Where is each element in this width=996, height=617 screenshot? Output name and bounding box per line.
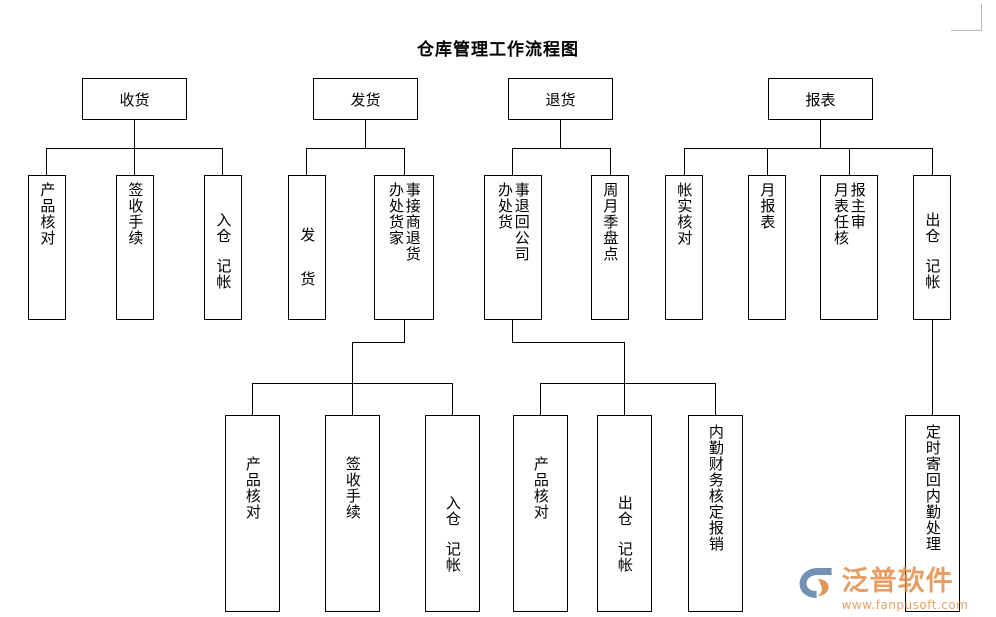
node-report-review[interactable]: 报主审 月表任核 [820,175,878,320]
connector-merchant-return-to-child-3 [452,383,453,415]
node-merchant-return-handling-col-right: 事接商退货 [403,182,422,262]
node-outbound-record-reports-label-top: 出仓 [923,211,942,244]
node-inbound-record-receiving[interactable]: 入仓 记帐 [204,175,242,320]
connector-shipping-to-child-1 [306,148,307,175]
fanpu-logo-icon [799,568,832,598]
connector-shipping-bus [306,148,405,149]
node-return-to-company-col-left: 办处货 [496,182,514,230]
node-report-review-col-right: 报主审 [848,182,867,230]
node-ship-goods[interactable]: 发 货 [288,175,326,320]
connector-return-company-to-child-2 [624,383,625,415]
connector-returns-to-child-1 [512,148,513,175]
node-sign-procedure-receiving-label: 签收手续 [126,182,145,246]
connector-returns-stem [560,120,561,148]
node-merchant-return-handling[interactable]: 事接商退货 办处货家 [374,175,434,320]
connector-reports-stem [820,120,821,148]
connector-returns-to-child-2 [610,148,611,175]
connector-shipping-stem [365,120,366,148]
node-receiving[interactable]: 收货 [82,78,187,120]
node-sign-procedure-shipping-label: 签收手续 [343,456,362,520]
node-mail-back-to-office[interactable]: 定时寄回内勤处理 [905,415,960,612]
connector-return-company-jog [512,342,625,343]
connector-returns-bus [512,148,610,149]
node-outbound-record-returns-label-top: 出仓 [615,494,634,527]
node-mail-back-to-office-label: 定时寄回内勤处理 [923,424,942,552]
node-merchant-return-handling-col-left: 办处货家 [387,182,405,246]
node-outbound-record-returns[interactable]: 出仓 记帐 [597,415,652,612]
connector-receiving-to-child-1 [46,148,47,175]
connector-return-company-stem [624,342,625,383]
page-title: 仓库管理工作流程图 [417,40,579,60]
node-outbound-record-reports-label-bottom: 记帐 [923,257,942,290]
node-product-check-returns[interactable]: 产品核对 [513,415,568,612]
connector-reports-to-child-1 [684,148,685,175]
node-ship-goods-label-bottom: 货 [298,270,317,287]
node-inbound-record-shipping-label-bottom: 记帐 [443,540,462,573]
node-monthly-report-label: 月报表 [758,182,777,230]
connector-reports-to-child-4 [932,148,933,175]
node-inventory-count[interactable]: 周月季盘点 [591,175,629,320]
node-sign-procedure-receiving[interactable]: 签收手续 [116,175,154,320]
page-corner-mark [951,4,982,31]
connector-return-company-to-child-1 [540,383,541,415]
node-reports[interactable]: 报表 [768,78,873,120]
connector-receiving-stem [134,120,135,148]
node-account-check-label: 帐实核对 [675,182,694,246]
connector-merchant-return-drop [404,320,405,342]
node-finance-reimbursement[interactable]: 内勤财务核定报销 [688,415,743,612]
node-finance-reimbursement-label: 内勤财务核定报销 [706,424,725,552]
node-ship-goods-label-top: 发 [298,226,317,243]
node-inbound-record-shipping[interactable]: 入仓 记帐 [425,415,480,612]
node-return-to-company[interactable]: 事退回公司 办处货 [484,175,542,320]
node-sign-procedure-shipping[interactable]: 签收手续 [325,415,380,612]
node-product-check-receiving-label: 产品核对 [38,182,57,246]
connector-receiving-to-child-2 [134,148,135,175]
node-inventory-count-label: 周月季盘点 [601,182,620,262]
connector-merchant-return-jog [352,342,405,343]
node-returns[interactable]: 退货 [508,78,613,120]
connector-merchant-return-to-child-1 [252,383,253,415]
node-monthly-report[interactable]: 月报表 [748,175,786,320]
node-product-check-receiving[interactable]: 产品核对 [28,175,66,320]
node-receiving-label: 收货 [119,90,150,109]
node-product-check-shipping[interactable]: 产品核对 [225,415,280,612]
connector-return-company-to-child-3 [715,383,716,415]
connector-shipping-to-child-2 [404,148,405,175]
node-account-check[interactable]: 帐实核对 [665,175,703,320]
node-shipping-label: 发货 [350,90,381,109]
connector-reports-to-child-2 [767,148,768,175]
node-return-to-company-col-right: 事退回公司 [512,182,531,262]
node-outbound-record-reports[interactable]: 出仓 记帐 [913,175,951,320]
connector-return-company-bus [540,383,715,384]
node-inbound-record-shipping-label-top: 入仓 [443,494,462,527]
node-inbound-record-receiving-label-bottom: 记帐 [214,257,233,290]
connector-reports-bus [684,148,932,149]
node-shipping[interactable]: 发货 [313,78,418,120]
node-product-check-returns-label: 产品核对 [531,456,550,520]
node-inbound-record-receiving-label-top: 入仓 [214,211,233,244]
node-returns-label: 退货 [545,90,576,109]
node-reports-label: 报表 [805,90,836,109]
connector-outbound-to-mailback [932,320,933,415]
connector-merchant-return-stem [352,342,353,383]
node-product-check-shipping-label: 产品核对 [243,456,262,520]
connector-return-company-drop [512,320,513,342]
connector-merchant-return-to-child-2 [352,383,353,415]
node-outbound-record-returns-label-bottom: 记帐 [615,540,634,573]
node-report-review-col-left: 月表任核 [832,182,850,246]
connector-reports-to-child-3 [849,148,850,175]
connector-receiving-to-child-3 [222,148,223,175]
